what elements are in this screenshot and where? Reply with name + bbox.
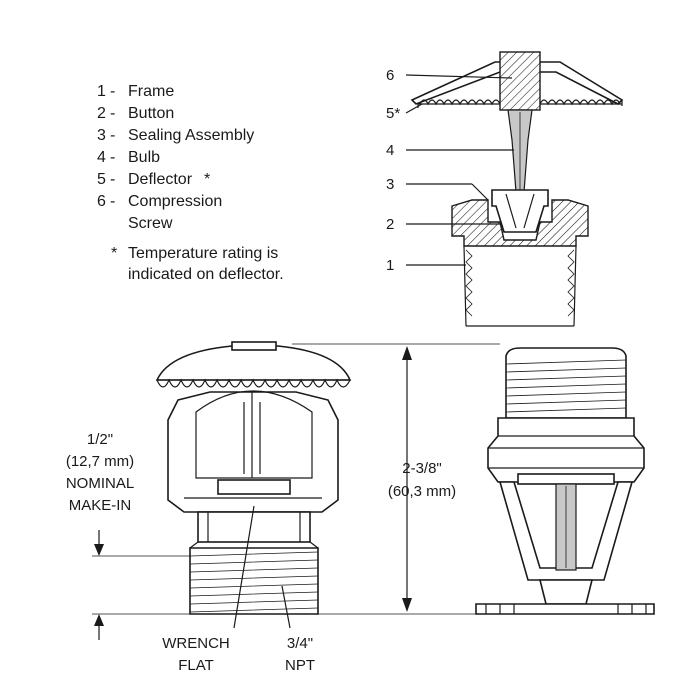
legend-item-bulb: 4 - Bulb xyxy=(97,149,160,166)
legend-item-sealing-assembly: 3 - Sealing Assembly xyxy=(97,127,254,144)
side-deflector xyxy=(475,603,655,615)
front-deflector xyxy=(155,345,352,381)
legend-label: Frame xyxy=(128,83,174,100)
legend-dash: - xyxy=(110,83,115,100)
side-hex xyxy=(487,417,645,483)
legend-dash: - xyxy=(110,127,115,144)
legend-num: 2 xyxy=(97,105,106,122)
legend-dash: - xyxy=(110,193,115,210)
legend-label-line2: Screw xyxy=(128,215,173,232)
legend-label: Bulb xyxy=(128,149,160,166)
height-label-1: 2-3/8" xyxy=(402,460,442,477)
footnote-line2: indicated on deflector. xyxy=(128,266,284,283)
legend-label: Compression xyxy=(128,193,222,210)
callout-5: 5* xyxy=(386,105,400,122)
legend-footnote: * Temperature rating is indicated on def… xyxy=(111,245,284,283)
dimension-lines xyxy=(92,343,500,640)
side-view xyxy=(475,347,655,615)
legend-item-button: 2 - Button xyxy=(97,105,174,122)
legend-item-frame: 1 - Frame xyxy=(97,83,174,100)
wrench-flat-label-1: WRENCH xyxy=(162,635,230,652)
legend-label: Button xyxy=(128,105,174,122)
front-wrench-flat xyxy=(197,511,311,543)
height-label-2: (60,3 mm) xyxy=(388,483,456,500)
makein-label-2: (12,7 mm) xyxy=(66,453,134,470)
front-threads xyxy=(189,547,319,615)
wrench-flat-label-2: FLAT xyxy=(178,657,214,674)
callout-3: 3 xyxy=(386,176,394,193)
callout-6: 6 xyxy=(386,67,394,84)
legend-num: 6 xyxy=(97,193,106,210)
legend-star: * xyxy=(204,171,210,188)
parts-legend: 1 - Frame 2 - Button 3 - Sealing Assembl… xyxy=(97,83,284,283)
npt-label-1: 3/4" xyxy=(287,635,313,652)
legend-item-deflector: 5 - Deflector * xyxy=(97,171,210,188)
legend-num: 3 xyxy=(97,127,106,144)
legend-dash: - xyxy=(110,105,115,122)
legend-num: 5 xyxy=(97,171,106,188)
legend-label: Sealing Assembly xyxy=(128,127,254,144)
legend-num: 4 xyxy=(97,149,106,166)
callout-4: 4 xyxy=(386,142,394,159)
legend-label: Deflector xyxy=(128,171,193,188)
footnote-line1: Temperature rating is xyxy=(128,245,278,262)
callout-1: 1 xyxy=(386,257,394,274)
footnote-star: * xyxy=(111,245,117,262)
side-threads xyxy=(505,347,627,419)
compression-screw-section xyxy=(499,51,541,111)
legend-item-compression-screw: 6 - Compression Screw xyxy=(97,193,222,232)
cross-section-view: 6 5* 4 3 2 1 xyxy=(386,51,624,327)
makein-label-3: NOMINAL xyxy=(66,475,134,492)
front-view xyxy=(155,341,352,615)
npt-label-2: NPT xyxy=(285,657,315,674)
legend-dash: - xyxy=(110,171,115,188)
legend-dash: - xyxy=(110,149,115,166)
dimension-labels: 1/2" (12,7 mm) NOMINAL MAKE-IN 2-3/8" (6… xyxy=(66,431,456,674)
makein-label-1: 1/2" xyxy=(87,431,113,448)
frame-section xyxy=(451,189,589,327)
callout-2: 2 xyxy=(386,216,394,233)
makein-label-4: MAKE-IN xyxy=(69,497,132,514)
legend-num: 1 xyxy=(97,83,106,100)
